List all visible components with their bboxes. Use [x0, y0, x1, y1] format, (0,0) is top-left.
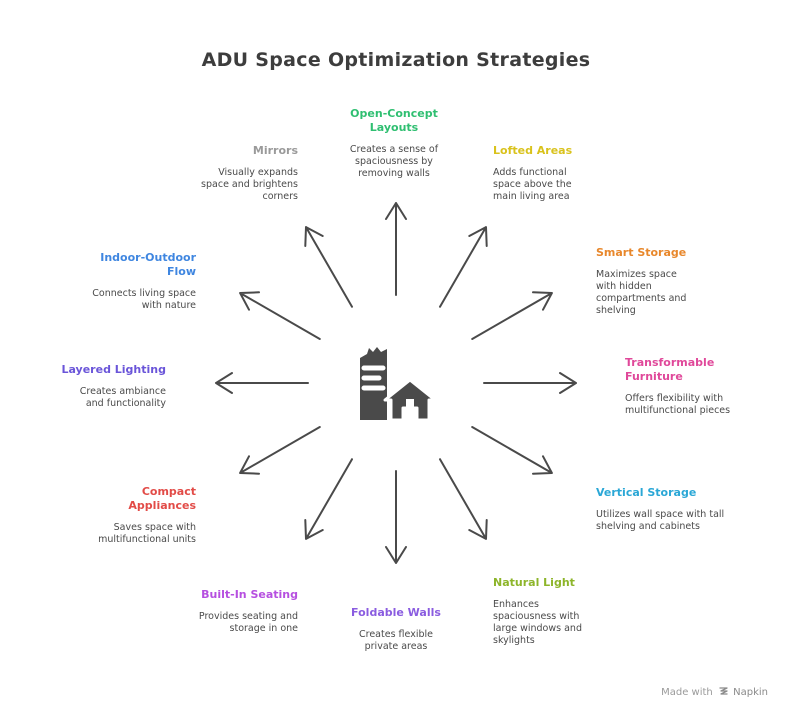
node-title: Indoor-Outdoor Flow — [100, 251, 196, 278]
node-mirrors: Mirrors Visually expands space and brigh… — [196, 144, 298, 203]
arrow-built-in-seating — [304, 458, 353, 540]
node-description: Utilizes wall space with tall shelving a… — [596, 509, 725, 532]
node-indoor-outdoor-flow: Indoor-Outdoor Flow Connects living spac… — [80, 251, 196, 312]
arrow-smart-storage — [471, 291, 553, 340]
napkin-logo-icon — [719, 687, 728, 695]
arrow-natural-light — [439, 458, 488, 540]
node-description: Creates flexible private areas — [359, 629, 433, 652]
node-smart-storage: Smart Storage Maximizes space with hidde… — [596, 246, 700, 317]
node-foldable-walls: Foldable Walls Creates flexible private … — [336, 606, 456, 653]
node-vertical-storage: Vertical Storage Utilizes wall space wit… — [596, 486, 726, 533]
footer: Made with Napkin — [661, 686, 768, 698]
node-description: Maximizes space with hidden compartments… — [596, 269, 687, 316]
node-title: Built-In Seating — [201, 588, 298, 601]
node-layered-lighting: Layered Lighting Creates ambiance and fu… — [56, 363, 166, 410]
node-title: Foldable Walls — [351, 606, 441, 619]
node-title: Natural Light — [493, 576, 575, 589]
node-open-concept-layouts: Open-Concept Layouts Creates a sense of … — [336, 107, 452, 180]
node-description: Provides seating and storage in one — [198, 611, 298, 634]
arrow-open-concept-layouts — [385, 202, 407, 296]
node-title: Compact Appliances — [128, 485, 196, 512]
made-with-text: Made with — [661, 687, 713, 698]
arrow-vertical-storage — [471, 426, 553, 475]
node-title: Open-Concept Layouts — [350, 107, 438, 134]
arrow-foldable-walls — [385, 470, 407, 564]
napkin-brand: Napkin — [733, 687, 768, 698]
node-lofted-areas: Lofted Areas Adds functional space above… — [493, 144, 593, 203]
node-description: Saves space with multifunctional units — [98, 522, 196, 545]
arrow-lofted-areas — [439, 226, 488, 308]
arrow-layered-lighting — [215, 372, 309, 394]
node-description: Connects living space with nature — [92, 288, 196, 311]
arrow-indoor-outdoor-flow — [239, 291, 321, 340]
diagram-title: ADU Space Optimization Strategies — [201, 49, 591, 71]
node-description: Adds functional space above the main liv… — [493, 167, 572, 202]
node-description: Enhances spaciousness with large windows… — [493, 599, 582, 646]
node-title: Transformable Furniture — [625, 356, 715, 383]
node-description: Visually expands space and brightens cor… — [201, 167, 298, 202]
node-title: Lofted Areas — [493, 144, 573, 157]
arrow-mirrors — [304, 226, 353, 308]
node-title: Vertical Storage — [596, 486, 697, 499]
node-description: Creates a sense of spaciousness by remov… — [349, 144, 439, 179]
node-natural-light: Natural Light Enhances spaciousness with… — [493, 576, 593, 647]
arrow-compact-appliances — [239, 426, 321, 475]
node-title: Layered Lighting — [61, 363, 166, 376]
node-title: Mirrors — [252, 144, 298, 157]
node-transformable-furniture: Transformable Furniture Offers flexibili… — [625, 356, 741, 417]
node-built-in-seating: Built-In Seating Provides seating and st… — [190, 588, 298, 635]
arrow-transformable-furniture — [483, 372, 577, 394]
house-and-building-icon — [360, 347, 435, 422]
node-compact-appliances: Compact Appliances Saves space with mult… — [86, 485, 196, 546]
node-title: Smart Storage — [596, 246, 687, 259]
node-description: Offers flexibility with multifunctional … — [625, 393, 731, 416]
node-description: Creates ambiance and functionality — [79, 386, 166, 409]
